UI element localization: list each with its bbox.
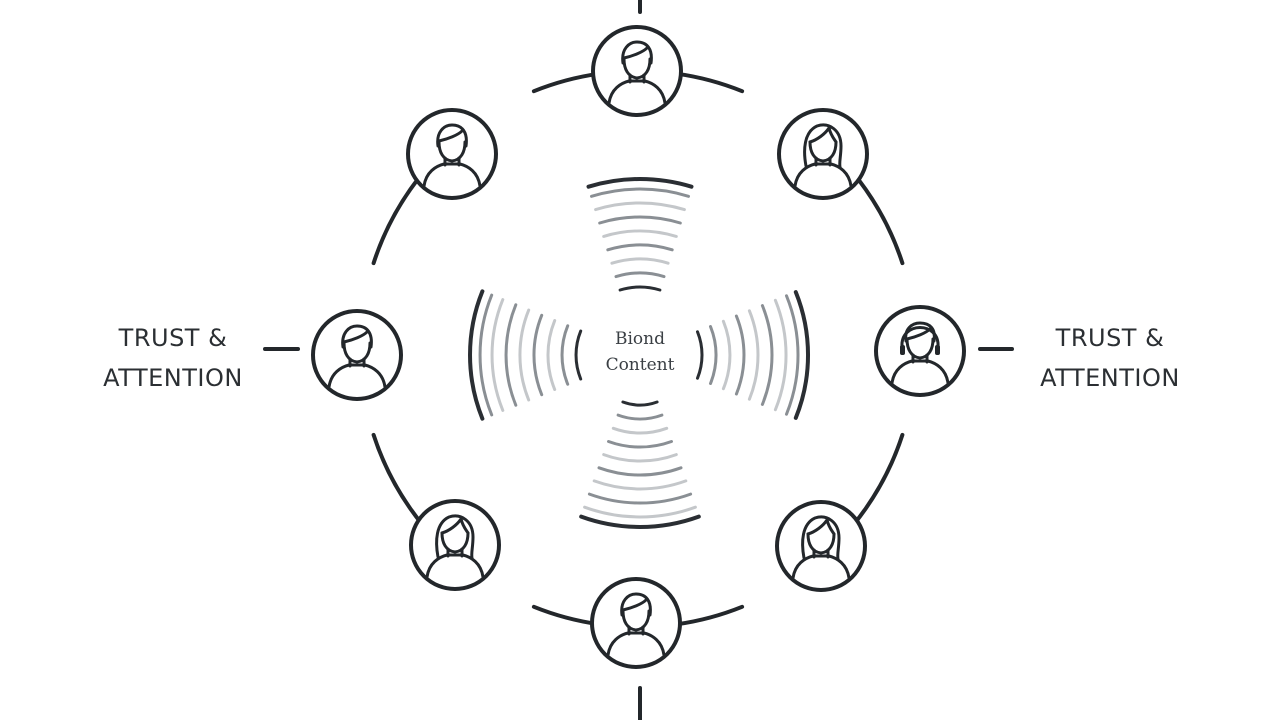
wave-arc-bottom — [587, 492, 693, 505]
wave-arc-right — [760, 304, 774, 406]
trust-attention-label-left: TRUST & ATTENTION — [73, 318, 273, 398]
wave-arc-left — [490, 298, 505, 412]
ring-arc-segment — [674, 604, 745, 627]
wave-arc-bottom — [592, 479, 688, 491]
center-label-line2: Content — [605, 355, 675, 375]
wave-arc-right — [734, 314, 746, 396]
wave-arc-left — [504, 303, 518, 407]
wave-arc-right — [773, 298, 788, 412]
wave-arc-top — [610, 257, 670, 265]
wave-arc-bottom — [607, 440, 673, 449]
wave-arc-left — [518, 308, 531, 402]
wave-arc-right — [721, 319, 732, 391]
person-male-icon — [591, 25, 683, 117]
wave-arc-bottom — [616, 413, 664, 421]
wave-arc-right — [696, 330, 704, 380]
center-label: Biond Content — [560, 326, 720, 378]
person-female-icon — [775, 500, 867, 592]
trust-attention-label-right: TRUST & ATTENTION — [1010, 318, 1210, 398]
person-female-icon — [777, 108, 869, 200]
label-left-line2: ATTENTION — [103, 364, 243, 392]
wave-arc-top — [602, 229, 678, 238]
wave-arc-bottom — [611, 426, 669, 435]
wave-arc-right — [793, 290, 811, 420]
wave-arc-top — [586, 176, 694, 189]
wave-arc-right — [709, 325, 718, 385]
wave-arc-top — [618, 285, 662, 292]
wave-arc-left — [468, 289, 485, 421]
ring-arc-segment — [531, 71, 602, 94]
person-male-icon — [311, 309, 403, 401]
wave-arc-top — [590, 187, 690, 198]
wave-arc-top — [598, 215, 682, 225]
wave-arc-bottom — [579, 514, 701, 529]
wave-arc-left — [574, 329, 583, 381]
wave-arc-bottom — [583, 505, 697, 519]
center-label-line1: Biond — [615, 329, 665, 349]
signal-waves — [468, 176, 811, 529]
wave-arc-top — [594, 201, 686, 212]
wave-arc-top — [614, 271, 666, 279]
wave-arc-bottom — [602, 453, 678, 463]
wave-arc-bottom — [621, 400, 659, 407]
ring-connectors — [263, 0, 1014, 720]
ring-arc-segment — [674, 71, 745, 94]
wave-arc-right — [785, 294, 800, 416]
wave-arc-right — [747, 309, 760, 401]
wave-arc-left — [532, 313, 544, 397]
label-right-line1: TRUST & — [1055, 324, 1165, 352]
person-male-icon — [590, 577, 682, 669]
person-male-icon — [406, 108, 498, 200]
person-headset-icon — [874, 305, 966, 397]
label-right-line2: ATTENTION — [1040, 364, 1180, 392]
ring-arc-segment — [531, 604, 602, 627]
wave-arc-top — [606, 243, 674, 252]
person-female-icon — [409, 499, 501, 591]
wave-arc-left — [478, 293, 494, 417]
wave-arc-bottom — [597, 466, 683, 477]
label-left-line1: TRUST & — [118, 324, 228, 352]
wave-arc-left — [546, 319, 557, 391]
avatar-ring — [311, 25, 966, 669]
wave-arc-left — [560, 324, 570, 386]
